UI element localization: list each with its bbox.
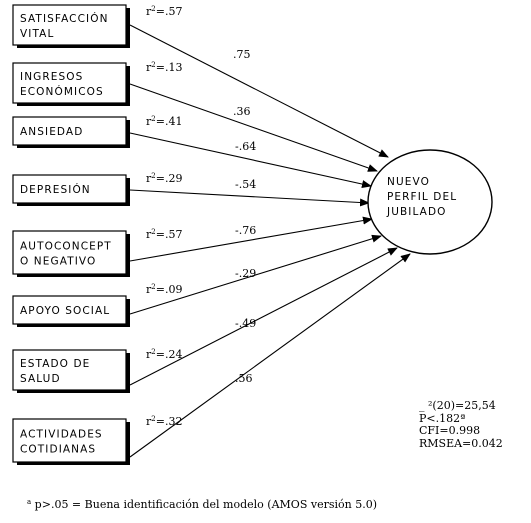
predictor-box — [12, 230, 127, 275]
predictor-label-line: SATISFACCIÓN — [20, 12, 109, 25]
predictor-box — [12, 418, 127, 463]
path-arrow — [129, 189, 370, 207]
fit-rmsea: RMSEA=0.042 — [419, 436, 503, 450]
predictor-label-line: COTIDIANAS — [20, 444, 96, 456]
outcome-label-line-1: NUEVO — [387, 176, 430, 188]
path-arrows: .75 .36 -.64 -.54 -.76 -.29 -.49 .56 — [129, 24, 411, 458]
r-squared-label: r2=.41 — [146, 115, 182, 128]
fit-p-value: P<.182ª — [419, 411, 466, 425]
fit-cfi: CFI=0.998 — [419, 424, 481, 437]
predictor-label-line: ANSIEDAD — [20, 126, 83, 138]
predictor-box — [12, 4, 127, 46]
predictor-label-line: O NEGATIVO — [20, 256, 96, 268]
predictor-label-line: ESTADO DE — [20, 358, 90, 370]
predictor-box — [12, 116, 127, 146]
predictor-label-line: ECONÓMICOS — [20, 85, 104, 98]
r-squared-label: r2=.13 — [146, 61, 182, 74]
path-coefficient: .36 — [233, 105, 251, 118]
path-arrow — [129, 234, 382, 315]
predictor-box — [12, 295, 127, 325]
outcome-node: NUEVO PERFIL DEL JUBILADO — [367, 149, 493, 255]
outcome-ellipse — [367, 149, 493, 255]
fit-chi-square: _ ²(20)=25,54 — [419, 399, 496, 412]
predictor-label-line: APOYO SOCIAL — [20, 305, 110, 317]
path-arrow — [129, 253, 411, 458]
path-arrow — [129, 24, 389, 158]
predictor-label-line: DEPRESIÓN — [20, 183, 91, 196]
r-squared-label: r2=.29 — [146, 172, 182, 185]
path-arrow — [129, 216, 373, 262]
predictor-label-line: INGRESOS — [20, 71, 83, 83]
fit-statistics: _ ²(20)=25,54 P<.182ª CFI=0.998 RMSEA=0.… — [419, 399, 503, 450]
path-coefficient: .75 — [233, 48, 251, 61]
path-coefficient: -.29 — [235, 267, 256, 280]
predictor-label-line: VITAL — [20, 28, 54, 40]
predictor-label-line: SALUD — [20, 373, 61, 385]
predictor-label-line: AUTOCONCEPT — [20, 241, 112, 253]
path-arrow — [129, 83, 378, 172]
predictor-box — [12, 62, 127, 104]
path-arrow — [129, 247, 398, 386]
footnote-text: p>.05 = Buena identificación del modelo … — [31, 498, 377, 511]
path-coefficient: -.64 — [235, 140, 256, 153]
outcome-label-line-3: JUBILADO — [386, 206, 447, 218]
path-coefficient: -.76 — [235, 224, 256, 237]
predictor-box — [12, 349, 127, 391]
predictor-label-line: ACTIVIDADES — [20, 429, 103, 441]
footnote: a p>.05 = Buena identificación del model… — [27, 498, 377, 511]
r-squared-label: r2=.24 — [146, 348, 182, 361]
path-coefficient: -.49 — [235, 317, 256, 330]
predictor-boxes: SATISFACCIÓNVITALr2=.57INGRESOSECONÓMICO… — [12, 4, 182, 465]
r-squared-label: r2=.57 — [146, 228, 182, 241]
r-squared-label: r2=.57 — [146, 5, 182, 18]
path-coefficient: -.54 — [235, 178, 256, 191]
path-coefficient: .56 — [235, 372, 253, 385]
r-squared-label: r2=.09 — [146, 283, 182, 296]
r-squared-label: r2=.32 — [146, 415, 182, 428]
outcome-label-line-2: PERFIL DEL — [387, 191, 457, 203]
path-arrow — [129, 132, 372, 188]
footnote-marker: a — [27, 498, 32, 506]
predictor-box — [12, 174, 127, 204]
